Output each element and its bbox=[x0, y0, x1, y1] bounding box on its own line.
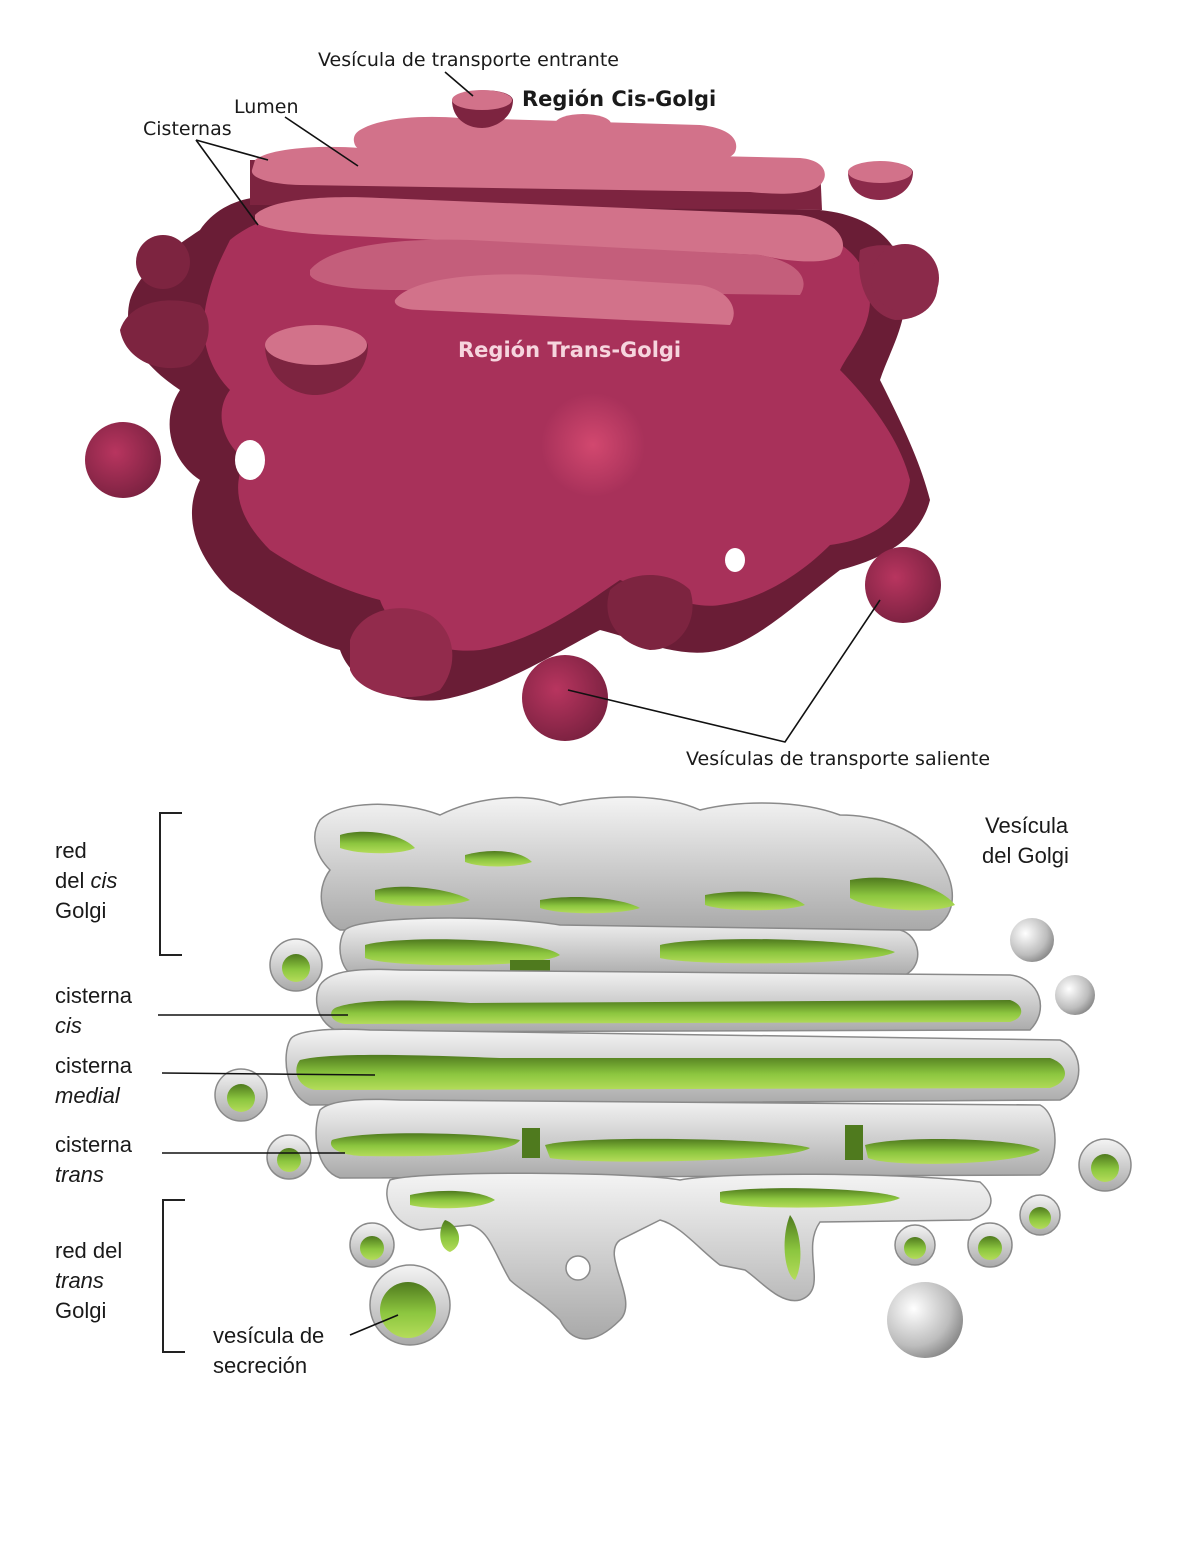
label-medial-cisterna-line1: cisterna bbox=[55, 1053, 133, 1078]
ring-vesicle-lumen bbox=[904, 1237, 926, 1259]
golgi-lobe-left bbox=[120, 300, 209, 369]
label-secretory-vesicle-line1: vesícula de bbox=[213, 1323, 324, 1348]
cis-sub-lumen-left bbox=[365, 939, 560, 966]
leader-incoming-vesicle bbox=[444, 71, 474, 97]
golgi-lobe-bottom bbox=[350, 608, 453, 698]
bottom-golgi-illustration: red del cis Golgi cisterna cis cisterna … bbox=[55, 796, 1132, 1378]
cis-network-lumen-2 bbox=[465, 850, 532, 867]
cis-network-lumen-5 bbox=[705, 891, 805, 911]
golgi-lobe-right-low bbox=[607, 575, 693, 650]
label-trans-network-line2: trans bbox=[55, 1268, 104, 1293]
secretory-vesicle-lumen bbox=[380, 1282, 436, 1338]
trans-connector-2 bbox=[845, 1125, 863, 1160]
label-cis-cisterna-line1: cisterna bbox=[55, 983, 133, 1008]
cis-network-lumen-1 bbox=[340, 831, 415, 854]
trans-network-membrane bbox=[386, 1172, 992, 1340]
trans-network-lumen-2 bbox=[720, 1188, 900, 1208]
ring-vesicles bbox=[214, 938, 1132, 1346]
bracket-cis-network bbox=[159, 812, 182, 956]
outgoing-vesicle-right bbox=[865, 547, 941, 623]
trans-central-vesicle bbox=[541, 393, 645, 497]
ring-vesicle-lumen bbox=[277, 1148, 301, 1172]
label-trans-cisterna-line2: trans bbox=[55, 1162, 104, 1187]
ring-vesicle-lumen bbox=[1091, 1154, 1119, 1182]
label-cis-network-line3: Golgi bbox=[55, 898, 106, 923]
cis-network-lumen-6 bbox=[850, 877, 955, 911]
body-hole-left bbox=[235, 440, 265, 480]
label-trans-region: Región Trans-Golgi bbox=[458, 338, 681, 362]
vesicle-right-cut-top bbox=[848, 161, 912, 183]
cis-network-membrane bbox=[314, 796, 954, 931]
label-cis-network-line1: red bbox=[55, 838, 87, 863]
trans-connector-1 bbox=[522, 1128, 540, 1158]
cis-network-lumen-4 bbox=[540, 896, 640, 914]
label-cis-network-del: del bbox=[55, 868, 90, 893]
ring-vesicle-lumen bbox=[282, 954, 310, 982]
cisterna-4 bbox=[310, 239, 804, 295]
cis-network-lumen-3 bbox=[375, 886, 470, 906]
label-secretory-vesicle-line2: secreción bbox=[213, 1353, 307, 1378]
trans-network-lumen-4 bbox=[440, 1220, 460, 1252]
ring-vesicle bbox=[565, 1255, 591, 1281]
cisterna-3 bbox=[255, 197, 844, 262]
body-hole-right bbox=[725, 548, 745, 572]
grey-vesicle-right bbox=[1055, 975, 1095, 1015]
medial-cisterna-lumen bbox=[296, 1054, 1065, 1090]
cis-cisterna-lumen bbox=[331, 1000, 1022, 1024]
top-golgi-illustration: Vesícula de transporte entrante Región C… bbox=[85, 49, 990, 770]
grey-vesicle-bottom-right bbox=[887, 1282, 963, 1358]
ring-vesicle-lumen bbox=[227, 1084, 255, 1112]
vesicle-left-cut-top bbox=[265, 325, 367, 365]
ring-vesicle-lumen bbox=[360, 1236, 384, 1260]
label-lumen: Lumen bbox=[234, 96, 299, 118]
vesicle-left-upper bbox=[136, 235, 190, 289]
label-incoming-vesicle: Vesícula de transporte entrante bbox=[318, 49, 619, 71]
incoming-vesicle-top bbox=[452, 90, 512, 110]
label-trans-network-line1: red del bbox=[55, 1238, 122, 1263]
leader-cisternae-2 bbox=[195, 139, 259, 226]
bracket-trans-network bbox=[162, 1199, 185, 1353]
trans-cisterna-lumen-mid bbox=[545, 1138, 810, 1162]
golgi-vesicle bbox=[1010, 918, 1054, 962]
leader-cisternae-1 bbox=[195, 139, 269, 161]
trans-cisterna-lumen-right bbox=[865, 1138, 1040, 1164]
label-cisternae: Cisternas bbox=[143, 118, 232, 140]
ring-vesicle-lumen bbox=[978, 1236, 1002, 1260]
cisterna-2 bbox=[251, 146, 825, 194]
leader-lumen bbox=[284, 116, 359, 167]
trans-cisterna-lumen-left bbox=[330, 1133, 520, 1157]
label-cis-network-cis: cis bbox=[90, 868, 117, 893]
label-cis-cisterna-line2: cis bbox=[55, 1013, 82, 1038]
vesicle-right-upper bbox=[871, 244, 939, 312]
leader-medial-cisterna bbox=[161, 1072, 376, 1076]
cisterna-5 bbox=[394, 274, 734, 325]
label-cis-network-line2: del cis bbox=[55, 868, 117, 893]
label-cis-region: Región Cis-Golgi bbox=[522, 87, 716, 111]
cisterna-knob bbox=[555, 114, 611, 134]
trans-network-lumen-1 bbox=[410, 1190, 495, 1209]
label-medial-cisterna-line2: medial bbox=[55, 1083, 121, 1108]
vesicle-far-left bbox=[85, 422, 161, 498]
outgoing-vesicle-bottom bbox=[522, 655, 608, 741]
leader-secretory-vesicle bbox=[349, 1314, 399, 1336]
ring-vesicle-lumen bbox=[1029, 1207, 1051, 1229]
cis-sub-lumen-right bbox=[660, 939, 895, 964]
leader-outgoing bbox=[567, 599, 881, 743]
label-outgoing-vesicles: Vesículas de transporte saliente bbox=[686, 748, 990, 770]
label-golgi-vesicle-line1: Vesícula bbox=[985, 813, 1069, 838]
trans-network-lumen-3 bbox=[784, 1215, 801, 1280]
label-trans-cisterna-line1: cisterna bbox=[55, 1132, 133, 1157]
label-trans-network-line3: Golgi bbox=[55, 1298, 106, 1323]
label-golgi-vesicle-line2: del Golgi bbox=[982, 843, 1069, 868]
